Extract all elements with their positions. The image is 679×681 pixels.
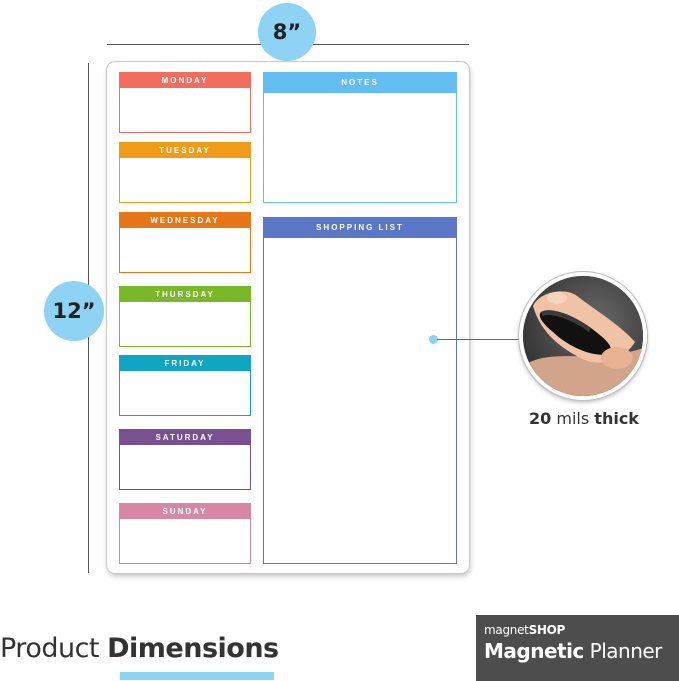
footer-title: Product Dimensions	[0, 633, 279, 664]
day-header: THURSDAY	[120, 287, 250, 302]
day-header: FRIDAY	[120, 356, 250, 371]
brand-name-light: magnet	[484, 623, 529, 637]
footer-underline	[120, 672, 274, 680]
brand-name-bold: SHOP	[528, 623, 566, 637]
day-box-wednesday: WEDNESDAY	[119, 212, 251, 273]
brand-logo-box: magnetSHOP Magnetic Planner	[476, 615, 679, 681]
magnet-sheet-closeup-icon	[523, 276, 643, 396]
brand-name: magnetSHOP	[484, 623, 679, 637]
magnetic-planner-board: MONDAY TUESDAY WEDNESDAY THURSDAY FRIDAY…	[107, 62, 469, 573]
day-box-friday: FRIDAY	[119, 355, 251, 416]
day-box-sunday: SUNDAY	[119, 503, 251, 564]
thickness-word: thick	[594, 409, 639, 428]
brand-product-bold: Magnetic	[484, 639, 584, 663]
callout-line	[437, 339, 522, 340]
callout-dot	[429, 335, 438, 344]
day-header: TUESDAY	[120, 143, 250, 158]
notes-header: NOTES	[264, 73, 456, 93]
thickness-closeup-image	[519, 272, 647, 400]
thickness-unit: mils	[551, 409, 595, 428]
footer-title-light: Product	[0, 633, 108, 664]
day-header: MONDAY	[120, 73, 250, 88]
day-header: WEDNESDAY	[120, 213, 250, 228]
height-badge: 12”	[44, 281, 104, 341]
day-header: SATURDAY	[120, 430, 250, 445]
footer-title-bold: Dimensions	[107, 633, 279, 664]
day-box-thursday: THURSDAY	[119, 286, 251, 347]
day-box-monday: MONDAY	[119, 72, 251, 133]
brand-product: Magnetic Planner	[484, 639, 679, 663]
thickness-caption: 20 mils thick	[520, 409, 648, 428]
notes-panel: NOTES	[263, 72, 457, 203]
day-box-tuesday: TUESDAY	[119, 142, 251, 203]
shopping-list-header: SHOPPING LIST	[264, 218, 456, 238]
shopping-list-panel: SHOPPING LIST	[263, 217, 457, 564]
brand-product-light: Planner	[583, 639, 663, 663]
thickness-value: 20	[529, 409, 552, 428]
day-box-saturday: SATURDAY	[119, 429, 251, 490]
day-header: SUNDAY	[120, 504, 250, 519]
width-badge: 8”	[258, 3, 316, 61]
